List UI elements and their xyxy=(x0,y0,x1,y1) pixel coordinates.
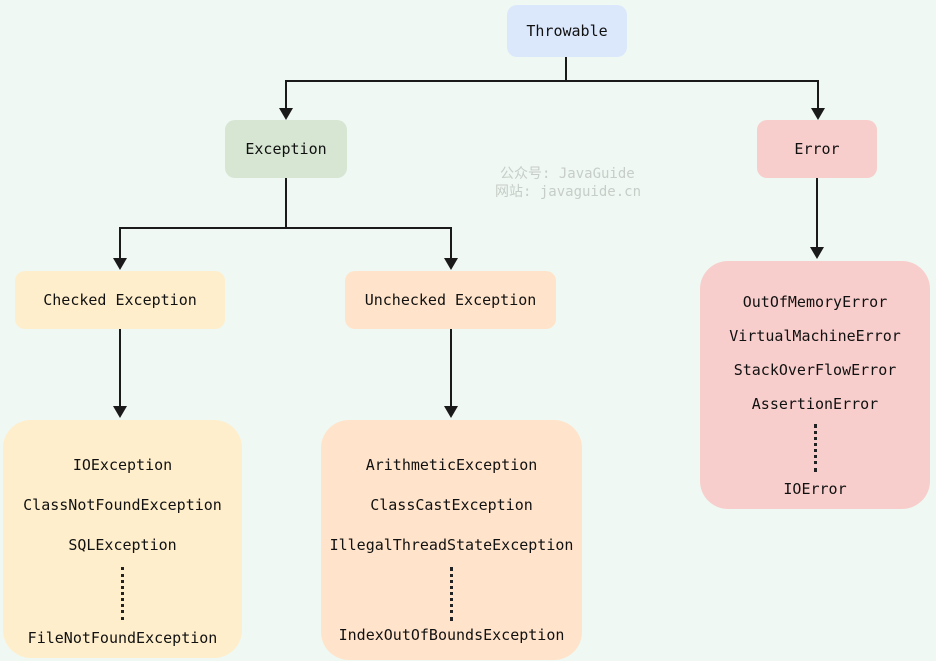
list-item: StackOverFlowError xyxy=(733,361,897,379)
list-item: ClassNotFoundException xyxy=(23,496,222,514)
connector-to-exception xyxy=(285,80,287,110)
vertical-ellipsis-icon xyxy=(121,567,124,620)
watermark: 公众号: JavaGuide 网站: javaguide.cn xyxy=(495,165,670,201)
arrowhead-error-list-icon xyxy=(810,247,824,259)
node-throwable-label: Throwable xyxy=(526,22,608,40)
arrowhead-checked-icon xyxy=(113,258,127,270)
checked-exception-list: IOException ClassNotFoundException SQLEx… xyxy=(3,420,242,658)
node-exception-label: Exception xyxy=(245,140,327,158)
node-error-label: Error xyxy=(794,140,840,158)
node-exception: Exception xyxy=(225,120,347,178)
connector-level1-horizontal xyxy=(286,80,819,82)
list-item: ClassCastException xyxy=(370,496,533,514)
arrowhead-unchecked-list-icon xyxy=(444,406,458,418)
list-item: IllegalThreadStateException xyxy=(329,536,574,554)
list-item: IndexOutOfBoundsException xyxy=(338,626,565,644)
watermark-line1: 公众号: JavaGuide xyxy=(500,166,635,182)
connector-error-to-list xyxy=(816,178,818,248)
list-item: AssertionError xyxy=(751,395,879,413)
arrowhead-exception-icon xyxy=(279,108,293,120)
list-item: IOException xyxy=(72,456,173,474)
node-checked-exception: Checked Exception xyxy=(15,271,225,329)
vertical-ellipsis-icon xyxy=(450,567,453,621)
list-item: ArithmeticException xyxy=(365,456,538,474)
connector-to-unchecked xyxy=(450,227,452,259)
connector-to-error xyxy=(817,80,819,110)
node-error: Error xyxy=(757,120,877,178)
connector-unchecked-to-list xyxy=(450,329,452,407)
connector-throwable-stub xyxy=(565,57,567,82)
connector-level2-horizontal xyxy=(120,227,452,229)
node-checked-exception-label: Checked Exception xyxy=(43,291,197,309)
list-item: FileNotFoundException xyxy=(27,629,218,647)
list-item: VirtualMachineError xyxy=(729,327,901,345)
watermark-line2: 网站: javaguide.cn xyxy=(495,184,642,200)
arrowhead-unchecked-icon xyxy=(444,258,458,270)
connector-exception-stub xyxy=(285,178,287,229)
list-item: IOError xyxy=(783,480,847,498)
unchecked-exception-list: ArithmeticException ClassCastException I… xyxy=(321,420,582,660)
connector-to-checked xyxy=(119,227,121,259)
list-item: OutOfMemoryError xyxy=(742,293,888,311)
arrowhead-checked-list-icon xyxy=(113,406,127,418)
arrowhead-error-icon xyxy=(811,108,825,120)
error-list: OutOfMemoryError VirtualMachineError Sta… xyxy=(700,261,930,509)
node-throwable: Throwable xyxy=(507,5,627,57)
node-unchecked-exception: Unchecked Exception xyxy=(345,271,556,329)
connector-checked-to-list xyxy=(119,329,121,407)
list-item: SQLException xyxy=(68,536,177,554)
node-unchecked-exception-label: Unchecked Exception xyxy=(364,291,537,309)
vertical-ellipsis-icon xyxy=(813,424,817,472)
